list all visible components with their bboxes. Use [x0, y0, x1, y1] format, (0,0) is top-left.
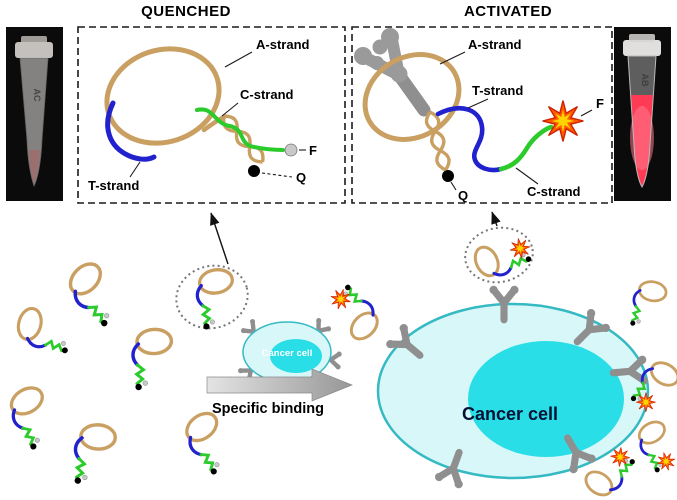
activated-f-pointer [580, 109, 593, 117]
free-probes [2, 253, 240, 494]
activated-a-strand-pointer [439, 51, 466, 65]
activated-receptor-blob [354, 28, 431, 117]
binding-arrow-label: Specific binding [212, 401, 324, 417]
activated-title: ACTIVATED [464, 3, 552, 20]
probe [191, 262, 238, 334]
quenched-panel: A-strand C-strand T-strand F Q [77, 26, 346, 204]
activated-t-strand-label: T-strand [472, 83, 523, 98]
large-cell-nucleus [468, 341, 624, 457]
quenched-c-strand-label: C-strand [240, 87, 294, 102]
activated-q-pointer [450, 181, 457, 191]
quenched-probe-ring [175, 264, 249, 330]
large-cell-label: Cancer cell [462, 404, 558, 424]
activated-panel: A-strand T-strand F C-strand Q [351, 26, 613, 204]
quenched-t-strand-label: T-strand [88, 178, 139, 193]
quenched-c-strand [195, 107, 285, 152]
small-cell-nucleus [270, 339, 322, 373]
activated-q-label: Q [458, 188, 468, 203]
activated-a-strand-label: A-strand [468, 37, 522, 52]
quenched-zoom-arrow [210, 212, 229, 265]
quenched-quencher-ball [248, 165, 260, 177]
activated-probe [327, 278, 386, 346]
activated-probe-ring [464, 226, 534, 284]
quenched-f-label: F [309, 143, 317, 158]
activated-probe [634, 416, 677, 476]
activated-tube-photo: AB [614, 27, 671, 201]
probe [6, 299, 81, 365]
activated-f-label: F [596, 96, 604, 111]
probe [620, 271, 674, 336]
quenched-tube-mark: AC [32, 89, 42, 102]
activated-t-strand [435, 106, 504, 173]
quenched-title: QUENCHED [141, 3, 231, 20]
quenched-a-strand-pointer [224, 51, 253, 68]
probe [58, 253, 130, 335]
quenched-fluorophore-ball [284, 143, 298, 157]
small-cell-label: Cancer cell [262, 348, 313, 359]
activated-c-strand-pointer [515, 167, 539, 185]
quenched-q-label: Q [296, 170, 306, 185]
binding-arrow: Specific binding [206, 368, 353, 417]
small-cancer-cell: Cancer cell [237, 317, 342, 389]
probe [61, 413, 124, 494]
probe [122, 319, 179, 398]
activated-c-strand [498, 124, 554, 172]
activated-probe [470, 237, 534, 281]
activated-fluorophore-flare [541, 99, 585, 143]
quenched-t-strand [105, 100, 157, 162]
activated-a-strand-loop [362, 52, 462, 142]
quenched-t-strand-pointer [129, 161, 141, 178]
activated-quencher-ball [442, 170, 454, 182]
activated-zoom-arrow [491, 211, 501, 227]
quenched-a-strand-label: A-strand [256, 37, 310, 52]
large-cancer-cell: Cancer cell [327, 237, 677, 500]
activated-c-strand-label: C-strand [527, 184, 581, 199]
activated-tube-mark: AB [640, 74, 650, 87]
quenched-c-strand-pointer [221, 102, 239, 117]
probe [2, 379, 60, 455]
quenched-tube-photo: AC [6, 27, 63, 201]
activated-t-strand-pointer [467, 98, 489, 109]
